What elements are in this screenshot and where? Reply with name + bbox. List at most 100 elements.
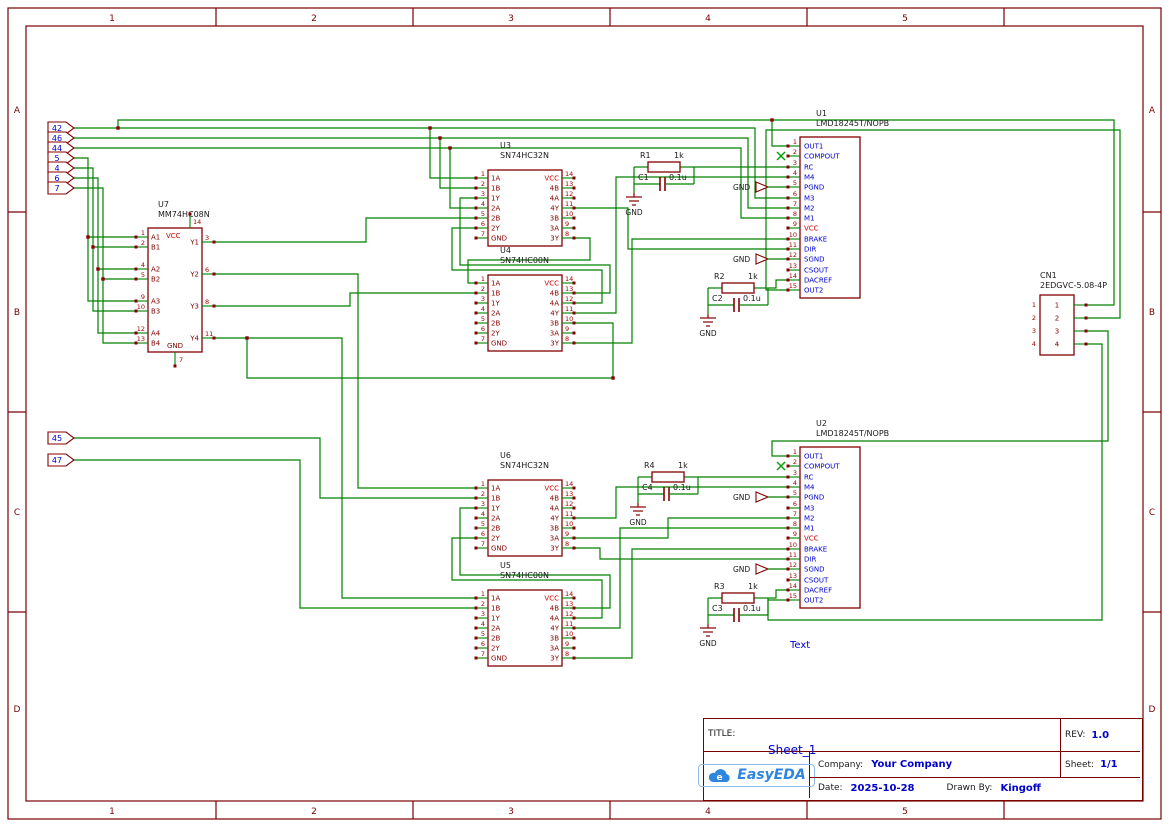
wire[interactable]: [574, 238, 788, 344]
gnd-flag[interactable]: GND: [733, 563, 788, 575]
ic-U3[interactable]: U3SN74HC32N11A21B31Y42A52B62Y7GND14VCC13…: [474, 141, 576, 247]
rev-value[interactable]: 1.0: [1091, 729, 1110, 741]
wire[interactable]: [214, 337, 476, 599]
pin-number: 5: [793, 489, 797, 497]
wire[interactable]: [214, 273, 476, 489]
wire[interactable]: [574, 517, 788, 539]
resistor-R1[interactable]: [647, 161, 681, 173]
wire[interactable]: [771, 330, 1109, 457]
part-value: LMD18245T/NOPB: [816, 429, 889, 438]
gnd-symbol[interactable]: GND: [625, 193, 643, 217]
wire[interactable]: [74, 177, 136, 270]
gnd-symbol[interactable]: GND: [629, 503, 647, 527]
ref-des: R3: [714, 582, 725, 591]
net-port-7[interactable]: 7: [47, 181, 75, 195]
wire[interactable]: [768, 589, 788, 599]
pin-number: 2: [793, 458, 797, 466]
wire[interactable]: [574, 547, 788, 560]
pin-dot: [572, 496, 576, 500]
ic-U5[interactable]: U5SN74HC00N11A21B31Y42A52B62Y7GND14VCC13…: [474, 561, 576, 667]
ic-U6[interactable]: U6SN74HC32N11A21B31Y42A52B62Y7GND14VCC13…: [474, 451, 576, 557]
wire[interactable]: [87, 237, 136, 302]
wire[interactable]: [117, 119, 772, 128]
wire[interactable]: [214, 292, 476, 307]
wire[interactable]: [574, 176, 788, 314]
drawn-by-value[interactable]: Kingoff: [1000, 782, 1041, 794]
sheet-name[interactable]: Sheet_1: [768, 743, 817, 757]
wire[interactable]: [92, 247, 136, 312]
resistor-R3[interactable]: [721, 592, 755, 604]
wire[interactable]: [771, 119, 1115, 306]
ic-U2[interactable]: U2LMD18245T/NOPB1OUT12COMPOUT3RC4M45PGND…: [776, 419, 889, 609]
capacitor-C4[interactable]: [663, 487, 670, 501]
pin-number: 11: [205, 330, 213, 338]
wire[interactable]: [429, 128, 476, 179]
date-value[interactable]: 2025-10-28: [850, 782, 915, 794]
wire[interactable]: [74, 167, 136, 248]
wire[interactable]: [439, 138, 476, 189]
wire[interactable]: [74, 437, 476, 499]
pin-number: 4: [481, 200, 485, 208]
wire[interactable]: [74, 137, 788, 209]
gnd-label: GND: [699, 639, 716, 648]
pin-dot: [786, 567, 790, 571]
grid-row-label: C: [14, 508, 20, 518]
wire[interactable]: [574, 548, 788, 659]
gnd-flag[interactable]: GND: [733, 181, 788, 193]
ic-U4[interactable]: U4SN74HC00N11A21B31Y42A52B62Y7GND14VCC13…: [474, 246, 576, 352]
capacitor-C3[interactable]: [733, 608, 740, 622]
pin-dot: [474, 206, 478, 210]
wire[interactable]: [451, 227, 603, 304]
pin-dot: [572, 206, 576, 210]
wire[interactable]: [102, 279, 136, 344]
wire[interactable]: [74, 187, 136, 280]
pin-number: 7: [481, 650, 485, 658]
text-note[interactable]: Text: [790, 640, 811, 651]
wire[interactable]: [767, 343, 1103, 621]
ic-U1[interactable]: U1LMD18245T/NOPB1OUT12COMPOUT3RC4M45PGND…: [776, 109, 889, 299]
wire[interactable]: [574, 527, 788, 629]
pin-number: 13: [565, 180, 573, 188]
wire[interactable]: [451, 537, 603, 619]
pin-name: DIR: [804, 556, 816, 564]
wire[interactable]: [459, 197, 611, 294]
pin-name: B2: [151, 276, 160, 284]
resistor-R2[interactable]: [721, 282, 755, 294]
wire[interactable]: [574, 486, 788, 519]
gnd-flag[interactable]: GND: [733, 491, 788, 503]
wire[interactable]: [214, 217, 476, 243]
capacitor-C2[interactable]: [733, 298, 740, 312]
net-port-45[interactable]: 45: [47, 431, 75, 445]
wire[interactable]: [97, 269, 136, 334]
grid-row-label: A: [14, 106, 21, 116]
resistor-R4[interactable]: [651, 471, 685, 483]
gnd-label: GND: [733, 255, 750, 264]
ic-U7[interactable]: U7MM74HC08N1A12B14A25B29A310B312A413B43Y…: [134, 200, 216, 368]
gnd-flag[interactable]: GND: [733, 253, 788, 265]
wire[interactable]: [768, 279, 788, 289]
wire[interactable]: [449, 148, 476, 209]
company-value[interactable]: Your Company: [871, 759, 953, 770]
wire[interactable]: [459, 507, 611, 609]
rev-cell: REV: 1.0: [1060, 719, 1140, 752]
net-port-47[interactable]: 47: [47, 453, 75, 467]
pin-name: OUT1: [804, 453, 823, 461]
wire[interactable]: [74, 127, 788, 199]
pin-dot: [786, 257, 790, 261]
wire[interactable]: [74, 147, 788, 219]
wire[interactable]: [574, 207, 788, 250]
wire[interactable]: [765, 129, 1121, 319]
gnd-symbol[interactable]: GND: [699, 624, 717, 648]
wire[interactable]: [467, 237, 591, 284]
gnd-symbol[interactable]: GND: [699, 314, 717, 338]
pin-dot: [572, 516, 576, 520]
capacitor-C1[interactable]: [659, 177, 666, 191]
wire[interactable]: [74, 459, 476, 609]
wire[interactable]: [74, 157, 136, 238]
